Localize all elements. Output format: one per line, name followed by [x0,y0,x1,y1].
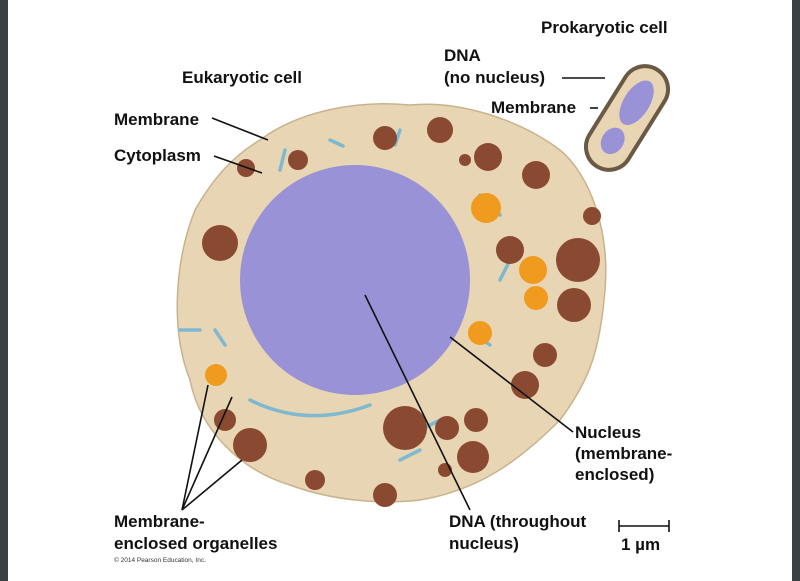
leader-lines [181,77,605,511]
window-edge-right [792,0,800,581]
label-dna-euk-2: nucleus) [449,534,519,553]
label-membrane-prokaryotic: Membrane [491,98,577,117]
prokaryotic-cell-title: Prokaryotic cell [541,18,668,37]
label-dna-prok-2: (no nucleus) [444,68,546,87]
scale-bar [618,520,670,532]
label-nucleus-2: (membrane- [575,444,673,463]
copyright: © 2014 Pearson Education, Inc. [114,557,206,564]
organelles-orange [205,193,548,386]
eukaryotic-cell-title: Eukaryotic cell [182,68,303,87]
prokaryotic-cell [583,64,671,172]
label-cytoplasm: Cytoplasm [114,146,201,165]
label-dna-euk-1: DNA (throughout [449,512,587,531]
label-organelles-1: Membrane- [114,512,205,531]
nucleus [240,165,470,395]
label-organelles-2: enclosed organelles [114,534,278,553]
label-nucleus-1: Nucleus [575,423,642,442]
label-dna-prok-1: DNA [444,46,481,65]
window-edge-left [0,0,8,581]
label-membrane-eukaryotic: Membrane [114,110,200,129]
label-nucleus-3: enclosed) [575,465,655,484]
scale-bar-label: 1 µm [621,535,661,554]
